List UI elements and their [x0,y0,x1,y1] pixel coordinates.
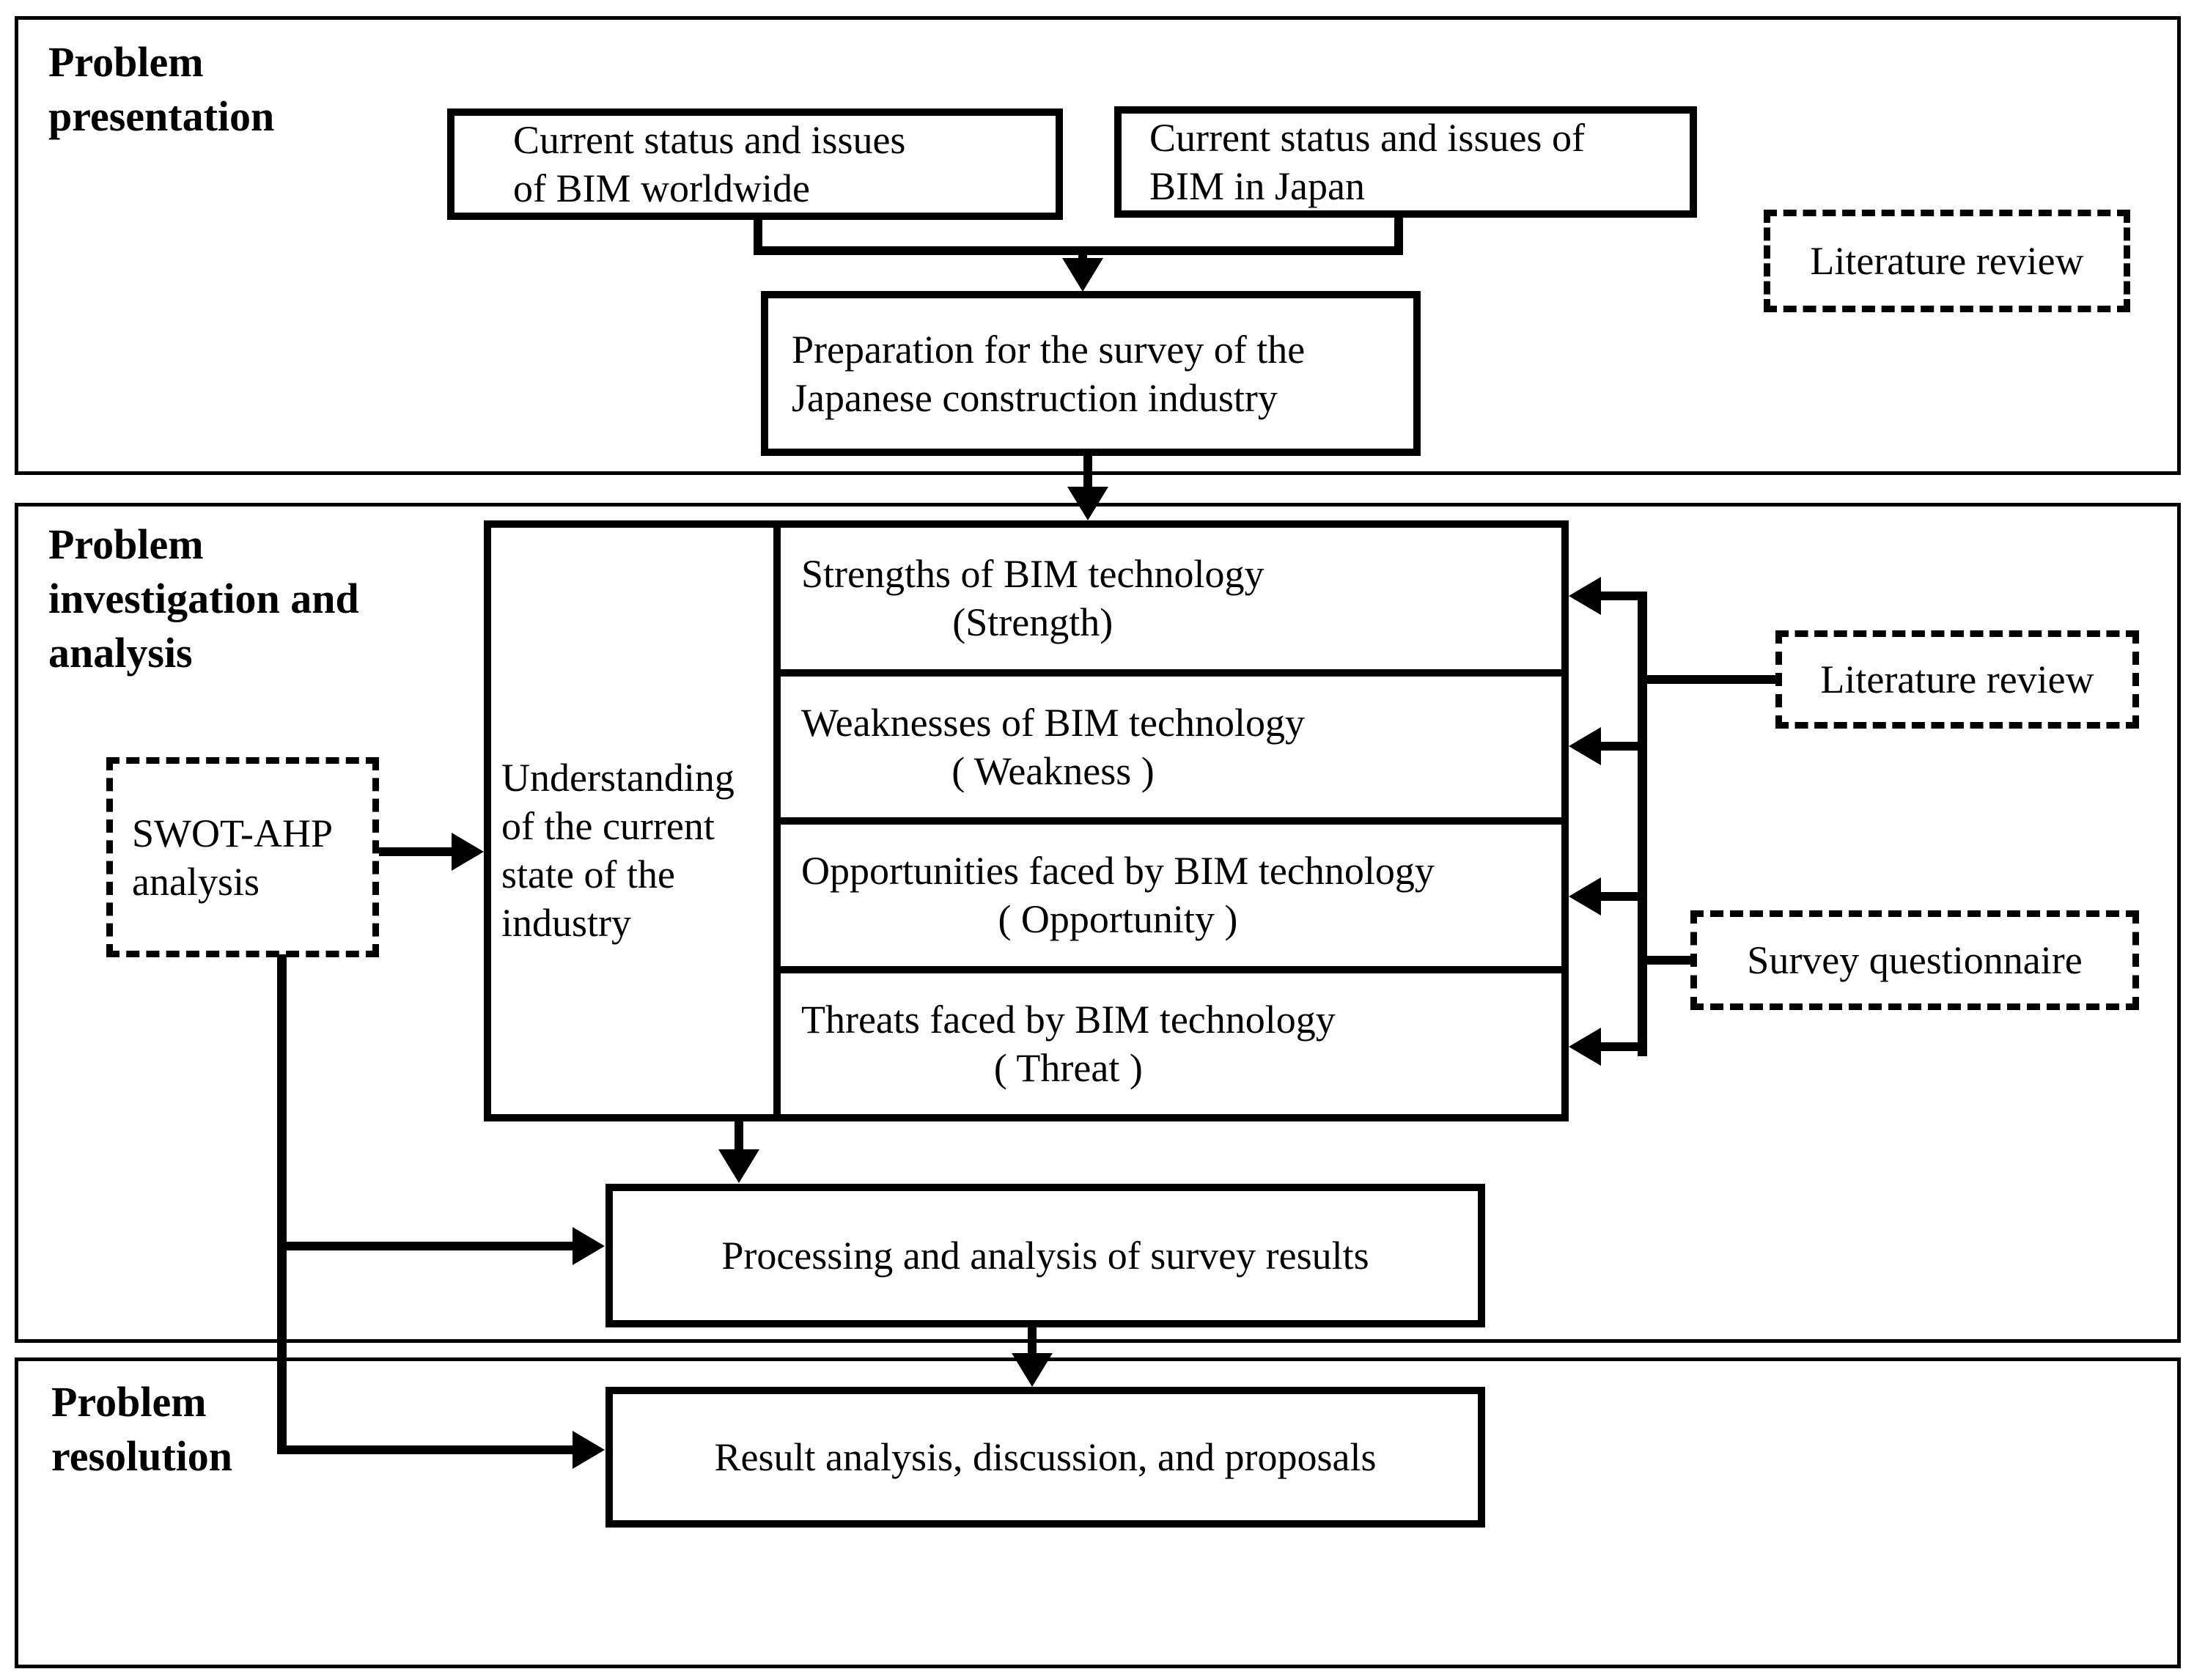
node-result: Result analysis, discussion, and proposa… [605,1387,1485,1528]
cell-threat-line2: ( Threat ) [993,1045,1143,1090]
cell-opportunity-line2: ( Opportunity ) [998,897,1238,942]
node-bim-worldwide: Current status and issues of BIM worldwi… [447,108,1063,220]
cell-understanding-line2: of the current [501,804,715,848]
cell-opportunity-line1: Opportunities faced by BIM technology [801,849,1435,894]
arrow-swotahp-to-table-shaft [379,847,454,856]
label-problem-resolution: Problem resolution [51,1375,232,1484]
cell-threat-line1: Threats faced by BIM technology [801,997,1336,1042]
cell-strength-line1: Strengths of BIM technology [801,552,1265,597]
label-problem-investigation-line2: investigation and [48,575,359,622]
node-swot-ahp: SWOT-AHP analysis [106,757,379,957]
arrow-bus-to-opportunity-head [1569,877,1601,915]
node-swot-ahp-line2: analysis [132,859,259,904]
node-literature-review-mid: Literature review [1775,630,2139,729]
label-problem-investigation-line1: Problem [48,520,204,568]
cell-understanding: Understanding of the current state of th… [491,528,781,1114]
arrow-swotahp-to-result-shaft [277,1445,573,1454]
arrow-processing-to-result-shaft [1028,1327,1037,1357]
node-bim-japan-line2: BIM in Japan [1149,164,1365,208]
node-preparation: Preparation for the survey of the Japane… [761,291,1421,456]
arrow-processing-to-result-head [1012,1353,1053,1387]
node-literature-review-top-label: Literature review [1810,239,2084,283]
arrow-preparation-to-table-head [1067,487,1108,520]
arrow-bus-to-weakness-head [1569,727,1601,765]
cell-understanding-line3: state of the [501,852,675,896]
node-bim-japan: Current status and issues of BIM in Japa… [1114,106,1697,218]
connector-litreview-to-bus [1642,675,1775,684]
label-problem-presentation: Problem presentation [48,35,274,144]
cell-weakness-line2: ( Weakness ) [951,748,1155,793]
node-bim-japan-line1: Current status and issues of [1149,116,1585,160]
cell-weakness: Weaknesses of BIM technology ( Weakness … [781,677,1561,825]
cell-understanding-line1: Understanding [501,756,735,800]
node-bim-worldwide-line2: of BIM worldwide [513,166,810,210]
arrow-bus-to-strength-shaft [1601,592,1647,600]
arrow-swotahp-to-result-head [573,1431,605,1469]
node-survey-questionnaire: Survey questionnaire [1690,910,2139,1010]
node-survey-questionnaire-label: Survey questionnaire [1747,938,2083,982]
cell-threat: Threats faced by BIM technology ( Threat… [781,973,1561,1115]
arrow-table-to-processing-head [718,1149,759,1183]
cell-weakness-line1: Weaknesses of BIM technology [801,700,1305,745]
arrow-bus-to-threat-shaft [1601,1042,1647,1051]
arrow-swotahp-to-processing-shaft [277,1242,573,1250]
node-processing: Processing and analysis of survey result… [605,1184,1485,1327]
arrow-bus-to-threat-head [1569,1028,1601,1066]
node-literature-review-mid-label: Literature review [1820,657,2094,701]
node-preparation-line1: Preparation for the survey of the [792,327,1306,372]
connector-japan-drop [1394,216,1403,255]
label-problem-investigation: Problem investigation and analysis [48,517,359,680]
node-preparation-line2: Japanese construction industry [792,375,1278,420]
section-problem-resolution [15,1357,2181,1668]
label-problem-presentation-line2: presentation [48,92,275,140]
arrow-merge-to-preparation-head [1062,258,1103,292]
connector-swotahp-drop-bus [277,954,287,1454]
node-result-label: Result analysis, discussion, and proposa… [714,1435,1377,1479]
label-problem-presentation-line1: Problem [48,38,204,86]
arrow-table-to-processing-shaft [735,1120,743,1154]
node-literature-review-top: Literature review [1764,210,2130,312]
label-problem-resolution-line1: Problem [51,1378,207,1426]
connector-worldwide-drop [754,218,762,255]
swot-table: Understanding of the current state of th… [484,520,1569,1121]
arrow-swotahp-to-processing-head [573,1227,605,1265]
swot-rows: Strengths of BIM technology (Strength) W… [781,528,1561,1114]
label-problem-resolution-line2: resolution [51,1432,233,1480]
arrow-preparation-to-table-shaft [1083,454,1092,491]
connector-right-bus [1638,592,1647,1056]
arrow-bus-to-weakness-shaft [1601,742,1647,751]
node-swot-ahp-line1: SWOT-AHP [132,811,334,855]
label-problem-investigation-line3: analysis [48,629,193,677]
node-processing-label: Processing and analysis of survey result… [721,1234,1369,1278]
cell-understanding-line4: industry [501,901,632,945]
cell-strength-line2: (Strength) [952,600,1113,645]
arrow-swotahp-to-table-head [452,833,484,871]
cell-strength: Strengths of BIM technology (Strength) [781,528,1561,677]
node-bim-worldwide-line1: Current status and issues [513,118,906,162]
cell-opportunity: Opportunities faced by BIM technology ( … [781,825,1561,973]
arrow-bus-to-strength-head [1569,577,1601,615]
section-problem-presentation [15,16,2181,475]
connector-survey-to-bus [1642,956,1690,965]
arrow-bus-to-opportunity-shaft [1601,892,1647,901]
